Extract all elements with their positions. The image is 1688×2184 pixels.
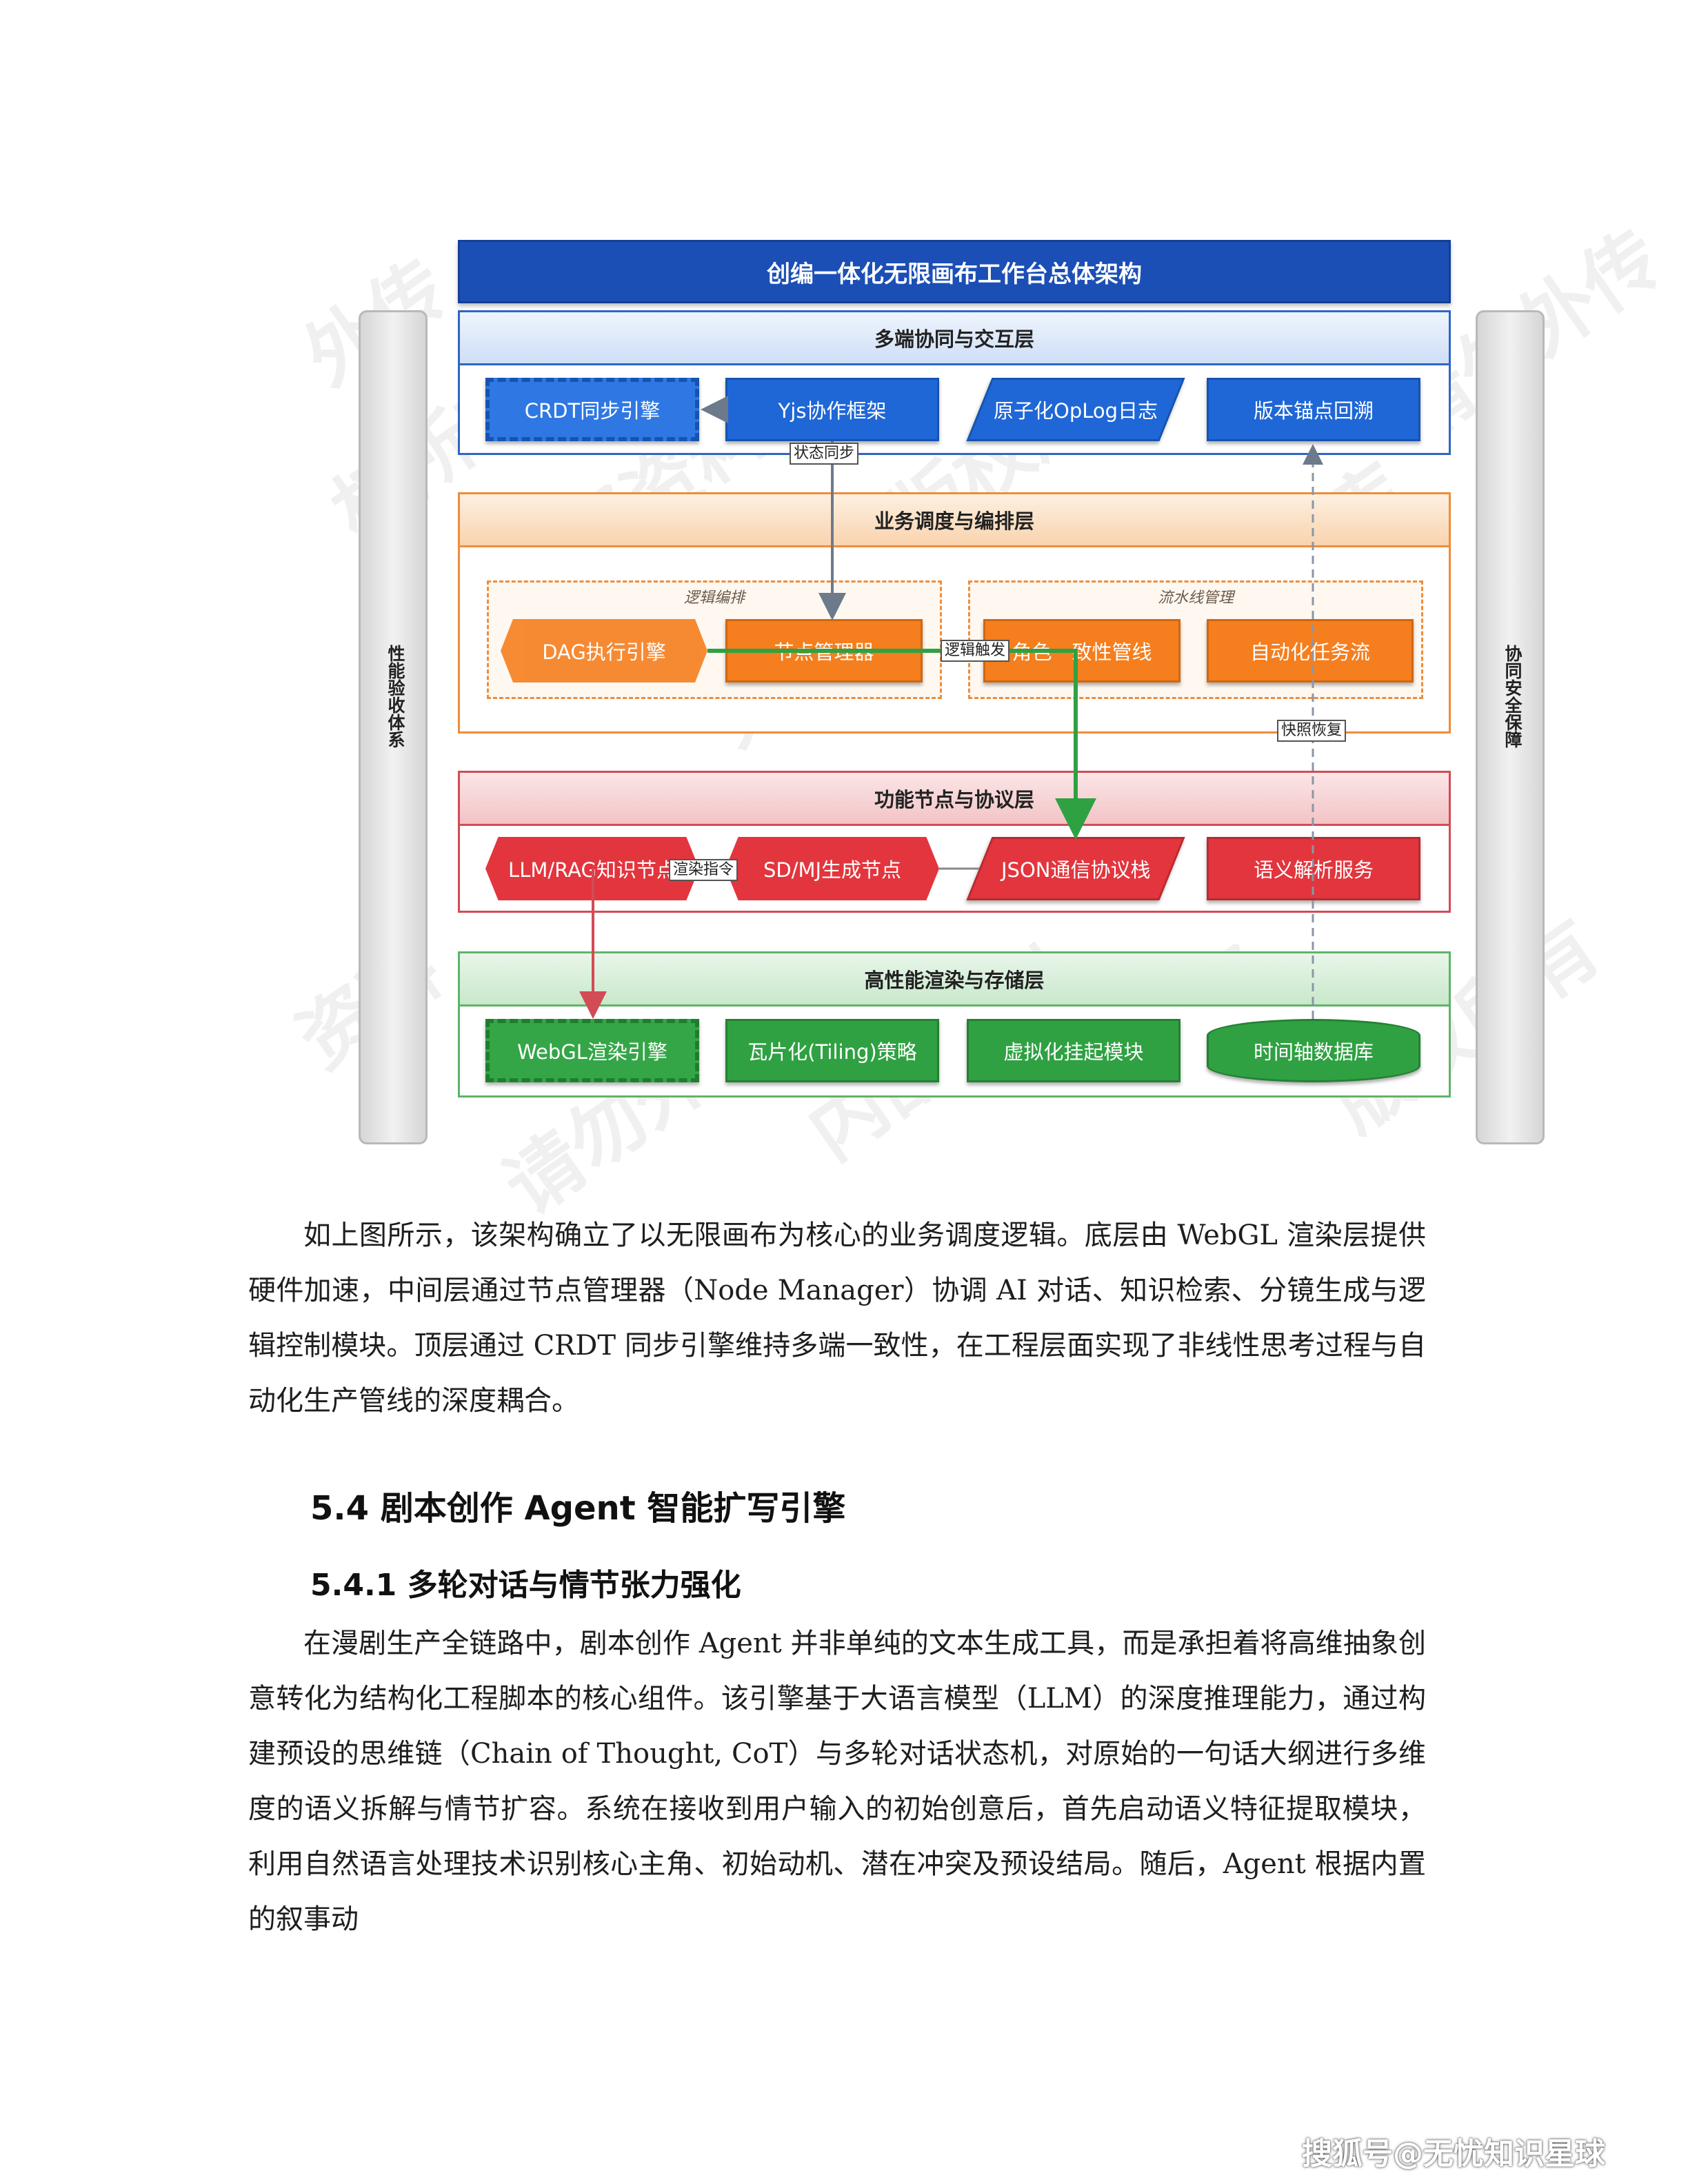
group-label: 逻辑编排	[683, 589, 745, 607]
layer-title: 多端协同与交互层	[460, 312, 1449, 365]
section-title: 5.4 剧本创作 Agent 智能扩写引擎	[310, 1489, 846, 1528]
layer-title: 高性能渲染与存储层	[460, 953, 1449, 1007]
subsection-title: 5.4.1 多轮对话与情节张力强化	[310, 1568, 741, 1603]
paragraph-agent-engine: 在漫剧生产全链路中，剧本创作 Agent 并非单纯的文本生成工具，而是承担着将高…	[248, 1628, 1426, 1935]
node-semantic-parse: 语义解析服务	[1207, 837, 1420, 900]
node-node-manager: 节点管理器	[725, 619, 923, 682]
tag-render-cmd: 渲染指令	[669, 859, 738, 881]
left-pillar-label: 性能验收体系	[385, 644, 405, 748]
node-dag-engine: DAG执行引擎	[501, 619, 707, 682]
footer-watermark: 搜狐号@无忧知识星球	[1302, 2136, 1605, 2172]
node-yjs-framework: Yjs协作框架	[725, 378, 939, 441]
node-tiling: 瓦片化(Tiling)策略	[725, 1019, 939, 1082]
tag-state-sync: 状态同步	[790, 443, 859, 465]
node-version-anchor: 版本锚点回溯	[1207, 378, 1420, 441]
architecture-diagram: 外传 权所有 内部资料 无忧智库 请勿外传 版权所有 资料 内部 无忧智库 内部…	[282, 214, 1678, 1232]
node-crdt-sync-engine: CRDT同步引擎	[485, 378, 699, 441]
right-pillar-label: 协同安全保障	[1503, 644, 1523, 748]
diagram-title: 创编一体化无限画布工作台总体架构	[458, 240, 1451, 303]
node-webgl-engine: WebGL渲染引擎	[485, 1019, 699, 1082]
text-body: 如上图所示，该架构确立了以无限画布为核心的业务调度逻辑。底层由 WebGL 渲染…	[248, 1208, 1426, 1947]
group-label: 流水线管理	[1157, 589, 1234, 607]
node-oplog: 原子化OpLog日志	[966, 378, 1185, 441]
tag-logic-trigger: 逻辑触发	[941, 640, 1010, 662]
node-consistency-pipeline: 角色一致性管线	[983, 619, 1180, 682]
node-llm-rag: LLM/RAG知识节点	[485, 837, 699, 900]
tag-snapshot-restore: 快照恢复	[1277, 720, 1347, 742]
paragraph-architecture-summary: 如上图所示，该架构确立了以无限画布为核心的业务调度逻辑。底层由 WebGL 渲染…	[248, 1220, 1426, 1417]
right-pillar: 协同安全保障	[1476, 310, 1545, 1144]
layer-title: 功能节点与协议层	[460, 773, 1449, 826]
node-timeline-db: 时间轴数据库	[1207, 1019, 1420, 1082]
node-json-protocol: JSON通信协议栈	[966, 837, 1185, 900]
node-sd-mj: SD/MJ生成节点	[725, 837, 939, 900]
left-pillar: 性能验收体系	[359, 310, 428, 1144]
node-virtual-suspend: 虚拟化挂起模块	[967, 1019, 1180, 1082]
layer-title: 业务调度与编排层	[460, 494, 1449, 547]
node-auto-task-flow: 自动化任务流	[1207, 619, 1414, 682]
